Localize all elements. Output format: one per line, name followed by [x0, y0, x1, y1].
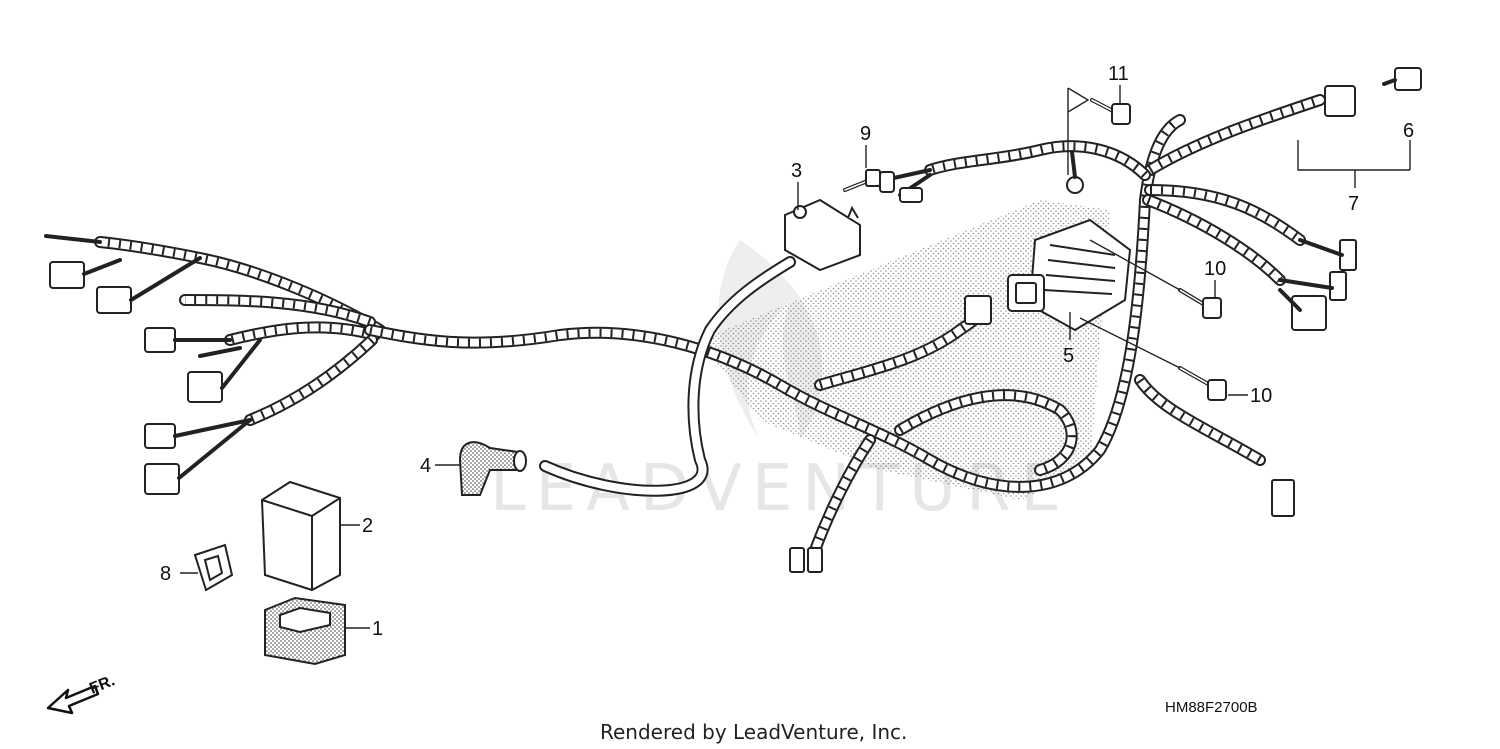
part-4-plug-cap: [458, 441, 527, 496]
bolt-10-upper: [1178, 288, 1222, 319]
part-5-regulator: [964, 218, 1132, 332]
right-connectors: [1271, 85, 1357, 517]
callout-10-upper: 10: [1204, 258, 1226, 280]
callout-5: 5: [1063, 345, 1074, 367]
bolt-10-lower: [1178, 366, 1227, 401]
ground-terminals: [879, 150, 1084, 203]
fr-label: FR.: [87, 672, 117, 697]
callout-10-lower: 10: [1250, 385, 1272, 407]
callout-2: 2: [362, 515, 373, 537]
part-3-solenoid: [539, 198, 861, 497]
callout-4: 4: [420, 455, 431, 477]
callout-1: 1: [372, 618, 383, 640]
callout-7: 7: [1348, 193, 1359, 215]
bottom-connectors: [789, 547, 823, 573]
leader-lines: [180, 85, 1411, 629]
shaded-region: [700, 200, 1110, 500]
bolt-11: [1090, 98, 1131, 125]
part-1-case: [264, 596, 346, 666]
callout-8: 8: [160, 563, 171, 585]
part-2-unit: [260, 480, 341, 592]
callout-9: 9: [860, 123, 871, 145]
main-harness: [94, 94, 1326, 556]
diagram-code: HM88F2700B: [1165, 699, 1258, 716]
part-6-connector: [1382, 67, 1422, 91]
render-credit: Rendered by LeadVenture, Inc.: [600, 720, 907, 744]
callout-6: 6: [1403, 120, 1414, 142]
callout-11: 11: [1108, 63, 1129, 85]
front-direction-arrow: FR.: [46, 672, 117, 715]
bolt-9: [843, 169, 881, 192]
left-connectors: [44, 234, 262, 495]
part-8-clip: [193, 543, 234, 592]
callout-3: 3: [791, 160, 802, 182]
